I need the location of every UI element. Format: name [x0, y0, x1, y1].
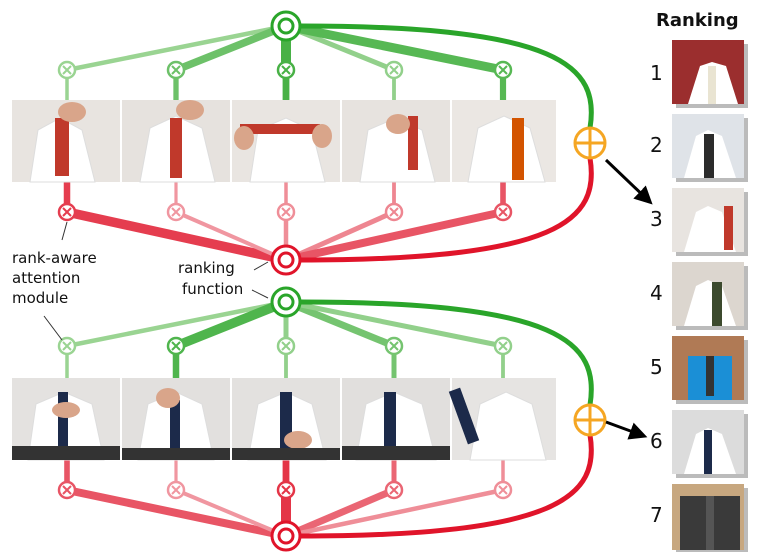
- attention-label-leader-bottom: [43, 315, 63, 341]
- top-bad-multiply-node-icon-3: [276, 202, 296, 222]
- top-bad-multiply-node-icon-4: [384, 202, 404, 222]
- bottom-good-multiply-node-icon-4: [384, 336, 404, 356]
- rank-number-7: 7: [650, 503, 663, 527]
- sum-node-icon-bottom: [573, 403, 607, 437]
- rank-number-1: 1: [650, 61, 663, 85]
- bottom-bad-output-node-icon: [270, 520, 302, 552]
- bottom-good-link-5: [283, 299, 506, 349]
- bottom-good-output-node-icon: [270, 286, 302, 318]
- connection-lines: [62, 21, 594, 541]
- top-good-multiply-node-icon-4: [384, 60, 404, 80]
- bottom-frame-4: [342, 378, 450, 461]
- top-good-link-2: [172, 22, 290, 74]
- rank-thumb-6: [672, 410, 748, 478]
- sum-node-icon-top: [573, 126, 607, 160]
- bottom-bad-multiply-node-icon-4: [384, 480, 404, 500]
- rank-thumb-4: [672, 262, 748, 330]
- top-good-link-1: [64, 23, 289, 73]
- bottom-video-frames: [12, 378, 556, 461]
- bottom-good-link-1: [64, 299, 289, 349]
- top-bad-multiply-node-icon-2: [166, 202, 186, 222]
- top-good-link-5: [281, 21, 508, 75]
- top-video-frames: [12, 100, 556, 183]
- bottom-bad-multiply-node-icon-5: [493, 480, 513, 500]
- rank-number-5: 5: [650, 355, 663, 379]
- bottom-frame-3: [232, 378, 340, 461]
- top-bad-multiply-node-icon-1: [57, 202, 77, 222]
- attention-module-label-line3: module: [12, 289, 68, 307]
- top-bad-output-node-icon: [270, 244, 302, 276]
- top-bad-multiply-node-icon-5: [493, 202, 513, 222]
- rank-thumb-5: [672, 336, 748, 404]
- top-good-output-node-icon: [270, 10, 302, 42]
- top-frame-3: [232, 100, 340, 183]
- top-frame-5: [452, 100, 556, 183]
- bottom-bad-to-sum-curve: [299, 434, 594, 539]
- bottom-bad-link-2: [174, 488, 288, 538]
- top-good-to-sum-curve: [299, 23, 594, 129]
- rank-thumb-2: [672, 114, 748, 182]
- rank-thumb-3: [672, 188, 748, 256]
- bottom-bad-multiply-node-icon-3: [276, 480, 296, 500]
- arrow-icon-bottom: [605, 420, 648, 440]
- attention-nodes: [57, 10, 513, 552]
- bottom-frame-2: [122, 378, 230, 461]
- top-bad-link-5: [282, 208, 507, 264]
- top-frame-2: [122, 100, 230, 183]
- bottom-bad-link-1: [63, 486, 290, 540]
- bottom-good-multiply-node-icon-1: [57, 336, 77, 356]
- bottom-bad-link-5: [283, 487, 506, 539]
- ranking-label-leader-bottom: [251, 289, 269, 299]
- bottom-frame-5: [448, 378, 556, 461]
- top-frame-4: [342, 100, 450, 183]
- bottom-frame-1: [12, 378, 120, 461]
- arrow-icon-top: [604, 158, 653, 205]
- bottom-good-link-2: [171, 297, 291, 351]
- top-bad-link-1: [62, 207, 291, 265]
- bottom-good-to-sum-curve: [299, 299, 594, 406]
- rank-thumb-7: [672, 484, 748, 552]
- bottom-bad-multiply-node-icon-2: [166, 480, 186, 500]
- top-frame-1: [12, 100, 120, 183]
- top-bad-to-sum-curve: [299, 157, 594, 263]
- rank-number-4: 4: [650, 281, 663, 305]
- bottom-bad-link-4: [282, 486, 398, 540]
- ranking-function-label-line2: function: [182, 280, 243, 298]
- bottom-good-multiply-node-icon-2: [166, 336, 186, 356]
- rank-thumb-1: [672, 40, 748, 108]
- ranking-label-leader-top: [253, 261, 269, 271]
- top-good-multiply-node-icon-2: [166, 60, 186, 80]
- bottom-bad-multiply-node-icon-1: [57, 480, 77, 500]
- ranking-function-label-line1: ranking: [178, 259, 235, 277]
- top-bad-link-2: [174, 210, 288, 262]
- ranking-thumbnails: [672, 40, 748, 552]
- attention-module-label-line1: rank-aware: [12, 249, 97, 267]
- attention-label-leader-top: [61, 221, 68, 241]
- top-good-multiply-node-icon-3: [276, 60, 296, 80]
- rank-number-2: 2: [650, 133, 663, 157]
- attention-module-label-line2: attention: [12, 269, 80, 287]
- bottom-good-link-4: [282, 298, 398, 350]
- top-good-multiply-node-icon-5: [493, 60, 513, 80]
- top-good-multiply-node-icon-1: [57, 60, 77, 80]
- ranking-title: Ranking: [656, 10, 739, 31]
- bottom-good-multiply-node-icon-3: [276, 336, 296, 356]
- rank-number-6: 6: [650, 429, 663, 453]
- bottom-good-multiply-node-icon-5: [493, 336, 513, 356]
- rank-number-3: 3: [650, 207, 663, 231]
